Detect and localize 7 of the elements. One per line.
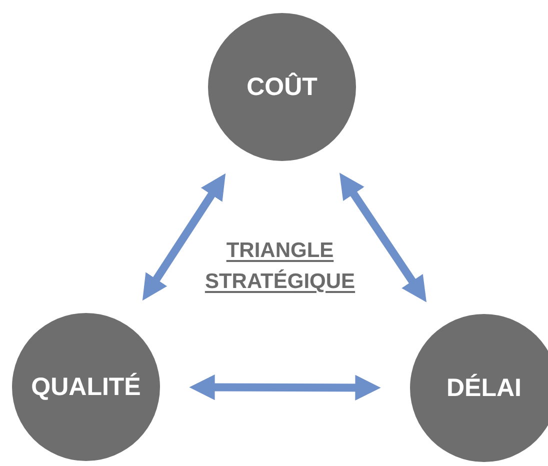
double-arrow	[340, 172, 426, 302]
node-label: COÛT	[246, 72, 318, 102]
node-label: QUALITÉ	[31, 372, 141, 402]
node-label: DÉLAI	[446, 374, 522, 402]
center-title: TRIANGLE STRATÉGIQUE	[204, 238, 356, 295]
double-arrow	[189, 374, 381, 400]
double-arrow	[142, 173, 226, 301]
